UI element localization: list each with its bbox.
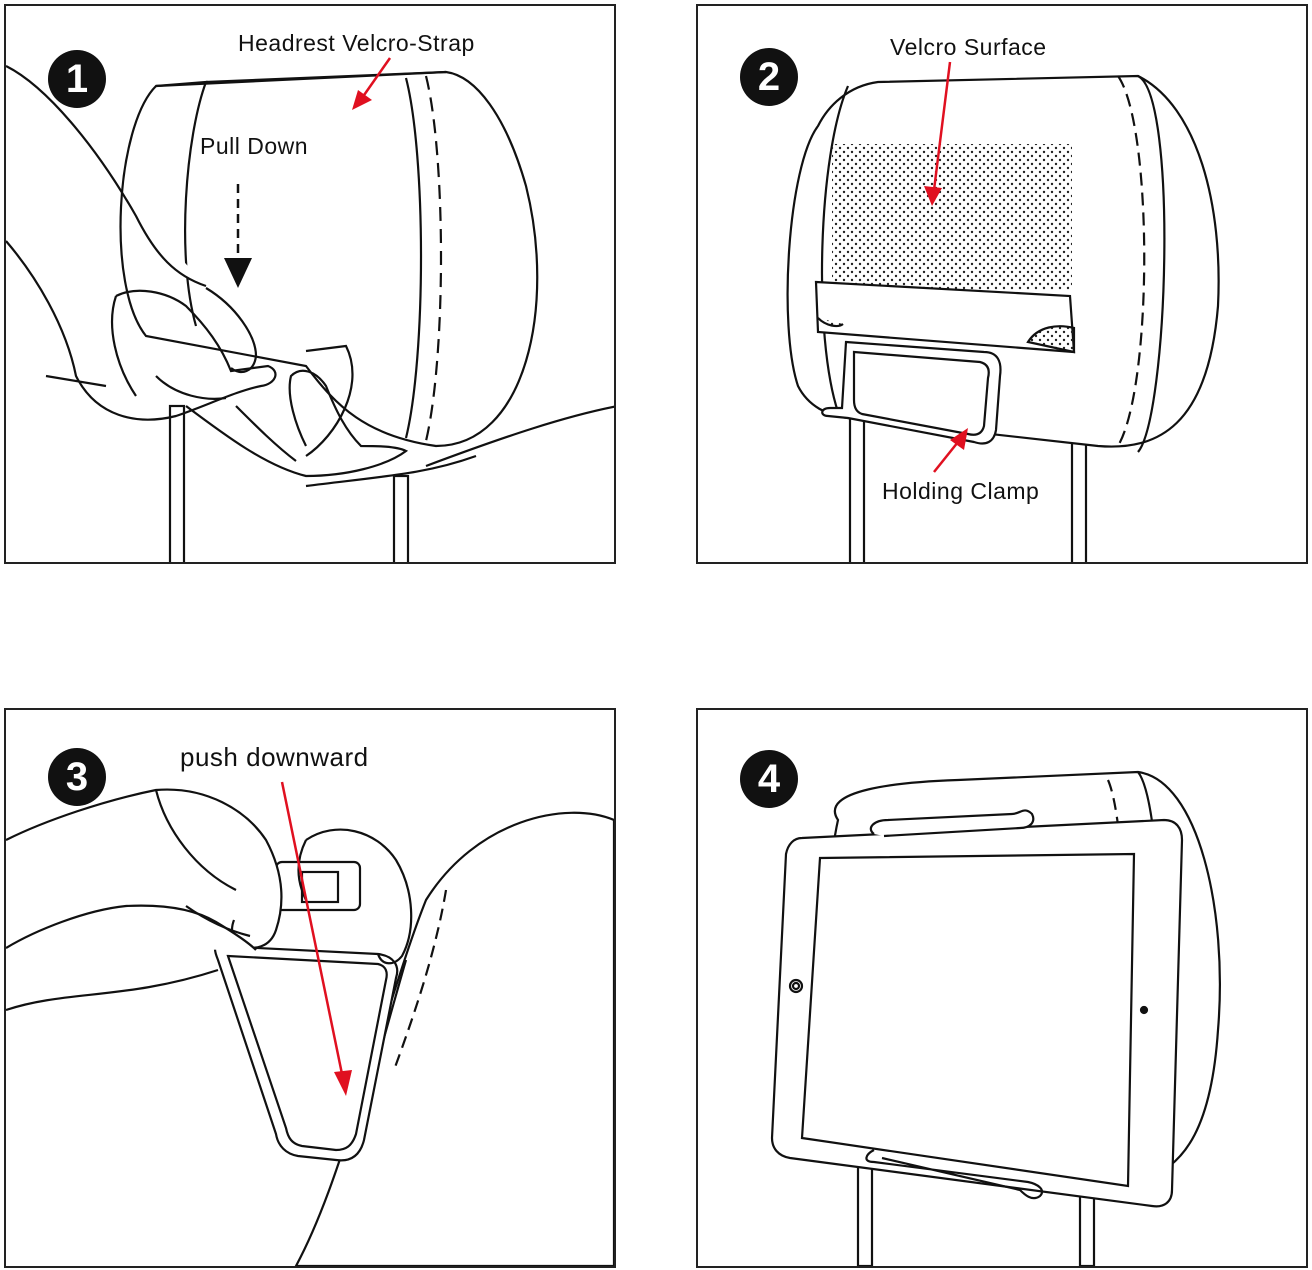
- clamp-icon: [869, 809, 1035, 838]
- velcro-surface: [832, 144, 1072, 290]
- tablet-icon: [770, 818, 1184, 1208]
- step-3-illustration: [6, 781, 614, 1266]
- hand-icon: [6, 904, 257, 951]
- step-number-badge: 1: [48, 50, 106, 108]
- hand-icon: [205, 287, 258, 374]
- headrest-post-right: [1070, 424, 1088, 562]
- clamp-pointer-arrow: [933, 428, 968, 473]
- step-2-illustration: [786, 61, 1220, 562]
- velcro-surface-label: Velcro Surface: [890, 34, 1047, 60]
- strap-pointer-arrow: [352, 57, 392, 110]
- step-number-badge: 4: [740, 750, 798, 808]
- step-1-illustration: [6, 57, 614, 562]
- camera-icon: [1139, 1005, 1149, 1015]
- headrest-post-right: [392, 474, 410, 562]
- velcro-pointer-arrow: [924, 61, 952, 206]
- home-button: [788, 978, 804, 994]
- step-2-panel: 2 Velcro Surface Holding Clamp: [696, 4, 1308, 564]
- headrest-post-left: [168, 404, 186, 562]
- step-4-panel: 4: [696, 708, 1308, 1268]
- push-downward-label: push downward: [180, 742, 369, 772]
- headrest-post-left: [848, 414, 866, 562]
- pull-down-arrow: [224, 184, 252, 288]
- pull-down-label: Pull Down: [200, 133, 309, 159]
- clamp-icon: [821, 340, 1002, 445]
- step-3-panel: 3 push downward: [4, 708, 616, 1268]
- headrest-velcro-strap-label: Headrest Velcro-Strap: [238, 30, 475, 56]
- tablet-icon: [213, 944, 399, 1162]
- step-number-badge: 3: [48, 748, 106, 806]
- step-4-illustration: [770, 770, 1221, 1266]
- headrest-icon: [119, 70, 539, 448]
- holding-clamp-label: Holding Clamp: [882, 478, 1040, 504]
- step-1-panel: 1 Headrest Velcro-Strap Pull Down: [4, 4, 616, 564]
- push-downward-arrow: [280, 781, 352, 1096]
- step-number-badge: 2: [740, 48, 798, 106]
